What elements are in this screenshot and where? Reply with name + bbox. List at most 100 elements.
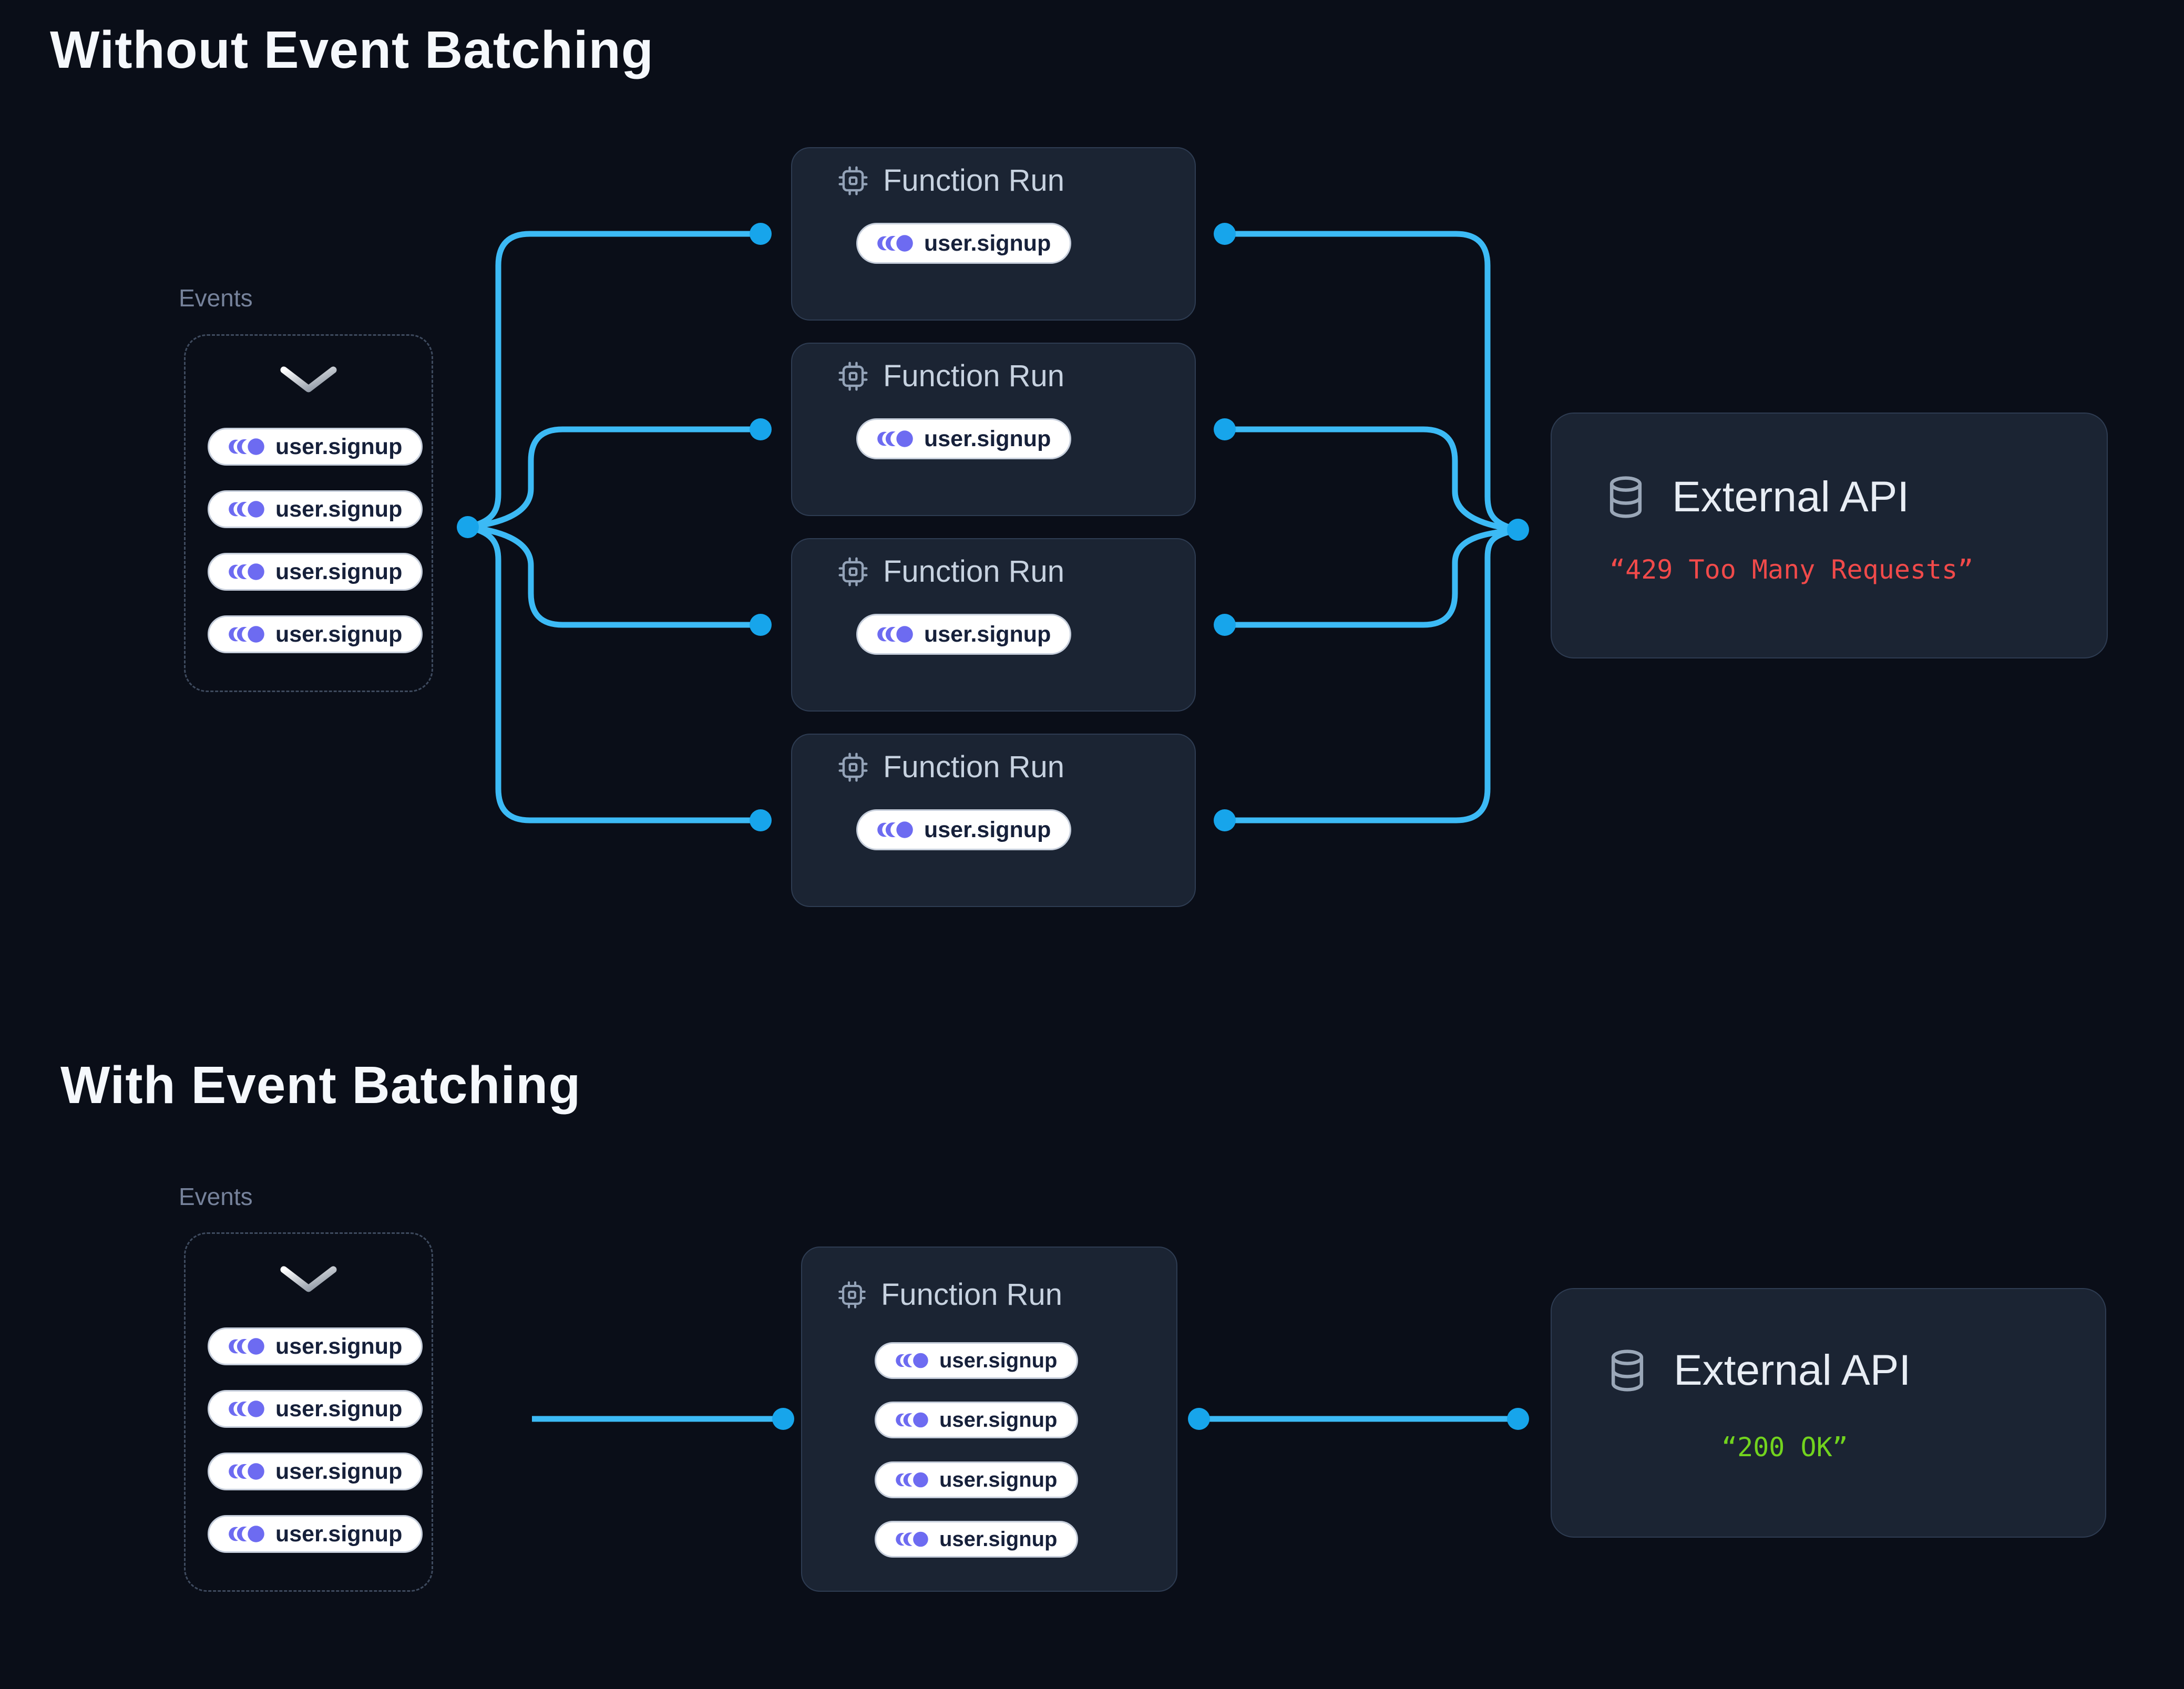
connector-dot bbox=[750, 418, 772, 440]
event-stream-icon bbox=[877, 821, 913, 838]
event-pill-label: user.signup bbox=[275, 621, 403, 647]
connector-path bbox=[1225, 527, 1519, 823]
event-pill-label: user.signup bbox=[275, 1458, 403, 1484]
api-status-text: “200 OK” bbox=[1721, 1432, 1848, 1463]
connector-dot bbox=[1507, 519, 1529, 541]
connector-path bbox=[467, 524, 761, 628]
event-pill: user.signup bbox=[208, 1453, 423, 1490]
connector-path bbox=[1225, 426, 1519, 533]
event-pill: user.signup bbox=[208, 553, 423, 591]
event-pill: user.signup bbox=[208, 1515, 423, 1553]
event-pill-label: user.signup bbox=[275, 1396, 403, 1422]
connector-dot bbox=[750, 614, 772, 636]
cpu-icon bbox=[837, 555, 869, 588]
function-run-card: Function Run user.signup bbox=[791, 734, 1196, 907]
event-pill: user.signup bbox=[856, 223, 1072, 264]
event-stream-icon bbox=[229, 626, 264, 643]
database-icon bbox=[1603, 1346, 1652, 1395]
event-pill: user.signup bbox=[875, 1521, 1078, 1558]
event-pill-label: user.signup bbox=[939, 1408, 1058, 1431]
event-stream-icon bbox=[229, 563, 264, 580]
event-stream-icon bbox=[229, 1338, 264, 1355]
event-stream-icon bbox=[229, 1526, 264, 1542]
section-title-with-batching: With Event Batching bbox=[60, 1056, 581, 1115]
event-pill-label: user.signup bbox=[924, 426, 1051, 451]
event-pill-label: user.signup bbox=[939, 1468, 1058, 1491]
event-pill-label: user.signup bbox=[275, 559, 403, 584]
function-run-title: Function Run bbox=[883, 750, 1064, 784]
events-box: user.signup user.signup user.signup user… bbox=[184, 334, 433, 692]
event-stream-icon bbox=[229, 1463, 264, 1480]
event-pill-label: user.signup bbox=[275, 1521, 403, 1547]
events-box: user.signup user.signup user.signup user… bbox=[184, 1232, 433, 1592]
connector-path bbox=[467, 231, 761, 530]
function-run-title: Function Run bbox=[883, 163, 1064, 198]
event-pill-label: user.signup bbox=[939, 1528, 1058, 1551]
event-pill: user.signup bbox=[856, 418, 1072, 459]
cpu-icon bbox=[837, 751, 869, 784]
connector-dot bbox=[1214, 809, 1236, 831]
event-pill: user.signup bbox=[856, 809, 1072, 850]
function-run-title: Function Run bbox=[883, 359, 1064, 393]
chevron-down-icon bbox=[280, 1264, 337, 1296]
events-label: Events bbox=[179, 284, 253, 312]
api-status-text: “429 Too Many Requests” bbox=[1609, 554, 1974, 585]
connector-dot bbox=[1507, 1408, 1529, 1430]
function-run-title: Function Run bbox=[883, 554, 1064, 589]
event-stream-icon bbox=[877, 626, 913, 643]
event-stream-icon bbox=[877, 235, 913, 252]
event-pill: user.signup bbox=[208, 615, 423, 653]
database-icon bbox=[1602, 473, 1650, 521]
event-stream-icon bbox=[229, 501, 264, 518]
function-run-card: Function Run user.signup bbox=[791, 538, 1196, 712]
event-pill-label: user.signup bbox=[924, 230, 1051, 256]
connector-dot bbox=[750, 223, 772, 245]
external-api-title: External API bbox=[1674, 1346, 1911, 1394]
connector-dot bbox=[1214, 223, 1236, 245]
event-pill: user.signup bbox=[875, 1461, 1078, 1498]
function-run-title: Function Run bbox=[881, 1278, 1062, 1312]
function-run-card: Function Run user.signup bbox=[791, 343, 1196, 516]
connector-dots bbox=[457, 223, 1529, 1430]
section-title-without-batching: Without Event Batching bbox=[50, 20, 654, 79]
event-pill: user.signup bbox=[208, 1327, 423, 1365]
connector-path bbox=[467, 524, 761, 823]
external-api-card: External API “200 OK” bbox=[1551, 1288, 2106, 1538]
connector-path bbox=[1225, 527, 1519, 628]
connector-path bbox=[1225, 231, 1519, 533]
connector-dot bbox=[457, 516, 479, 538]
connector-dot bbox=[1214, 418, 1236, 440]
cpu-icon bbox=[837, 164, 869, 197]
connector-dot bbox=[1188, 1408, 1210, 1430]
chevron-down-icon bbox=[280, 365, 337, 397]
event-pill-label: user.signup bbox=[939, 1349, 1058, 1372]
event-pill: user.signup bbox=[875, 1342, 1078, 1379]
event-stream-icon bbox=[229, 1400, 264, 1417]
connector-dot bbox=[1214, 614, 1236, 636]
event-pill: user.signup bbox=[208, 490, 423, 528]
event-pill-label: user.signup bbox=[924, 621, 1051, 647]
event-pill-label: user.signup bbox=[924, 817, 1051, 842]
event-stream-icon bbox=[896, 1412, 928, 1428]
event-stream-icon bbox=[877, 430, 913, 447]
event-stream-icon bbox=[896, 1353, 928, 1368]
function-run-card: Function Run user.signup bbox=[791, 147, 1196, 321]
event-pill-label: user.signup bbox=[275, 434, 403, 459]
connector-dot bbox=[772, 1408, 794, 1430]
external-api-title: External API bbox=[1672, 473, 1910, 521]
event-stream-icon bbox=[896, 1472, 928, 1488]
connector-paths bbox=[467, 231, 1519, 1422]
function-run-card: Function Run user.signup user.signup use… bbox=[801, 1247, 1177, 1592]
event-stream-icon bbox=[229, 438, 264, 455]
event-pill-label: user.signup bbox=[275, 496, 403, 522]
event-pill: user.signup bbox=[875, 1402, 1078, 1438]
event-stream-icon bbox=[896, 1531, 928, 1547]
event-pill: user.signup bbox=[208, 1390, 423, 1428]
event-pill: user.signup bbox=[856, 614, 1072, 655]
cpu-icon bbox=[837, 1280, 867, 1310]
events-label: Events bbox=[179, 1183, 253, 1210]
connector-path bbox=[467, 426, 761, 530]
cpu-icon bbox=[837, 360, 869, 393]
